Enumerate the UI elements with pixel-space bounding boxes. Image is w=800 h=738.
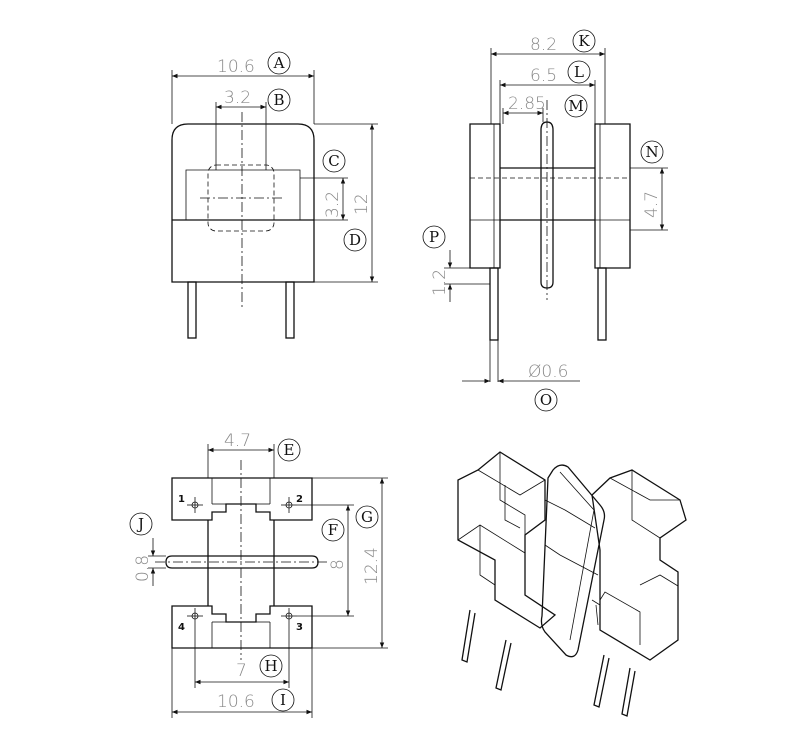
top-view: 1 2 3 4 4.7 E 0.8 J 8 F 12.4 G (129, 431, 388, 718)
pin-hole-4 (187, 608, 203, 624)
label-h: H (264, 657, 277, 675)
dim-top-flange-thickness: 0.8 (133, 555, 153, 582)
front-view: 10.6 A 3.2 B 3.2 C 12 D (171, 51, 378, 339)
dim-side-overall: 8.2 (530, 35, 557, 55)
label-d: D (349, 231, 361, 249)
label-n: N (645, 143, 658, 161)
dim-front-width: 10.6 (217, 57, 255, 77)
label-k: K (578, 32, 590, 50)
label-i: I (280, 691, 286, 709)
dim-top-slot: 4.7 (224, 431, 251, 451)
dim-top-width: 10.6 (217, 692, 255, 712)
pin-number-2: 2 (296, 494, 303, 505)
dim-front-slot-width: 3.2 (224, 88, 251, 108)
label-l: L (574, 63, 584, 81)
label-e: E (284, 441, 295, 459)
label-f: F (328, 521, 338, 539)
side-view: 8.2 K 6.5 L 2.85 M 4.7 N 1.2 P (422, 29, 668, 412)
label-c: C (328, 152, 339, 170)
pin-hole-1 (187, 497, 203, 513)
dim-top-overall-height: 12.4 (362, 547, 382, 585)
label-g: G (361, 508, 373, 526)
label-j: J (136, 515, 144, 533)
dim-side-height: 4.7 (642, 191, 662, 218)
dim-front-height: 12 (352, 193, 372, 215)
dim-top-pin-pitch-x: 7 (236, 661, 247, 681)
dim-top-pin-pitch-y: 8 (328, 559, 348, 570)
label-o: O (540, 391, 552, 409)
dim-front-slot-height: 3.2 (323, 191, 343, 218)
pin-hole-3 (281, 608, 297, 624)
dim-side-flange-gap: 2.85 (508, 94, 546, 114)
label-a: A (273, 54, 285, 72)
label-b: B (273, 91, 284, 109)
pin-number-1: 1 (178, 494, 185, 505)
pin-number-3: 3 (296, 622, 303, 633)
pin-number-4: 4 (178, 622, 185, 633)
dim-side-pin-offset: 1.2 (430, 269, 450, 296)
isometric-view (457, 451, 687, 717)
pin-hole-2 (281, 497, 297, 513)
dim-pin-diameter: Ø0.6 (528, 362, 568, 382)
label-m: M (568, 97, 583, 115)
label-p: P (429, 228, 439, 246)
dim-side-inner: 6.5 (530, 66, 557, 86)
